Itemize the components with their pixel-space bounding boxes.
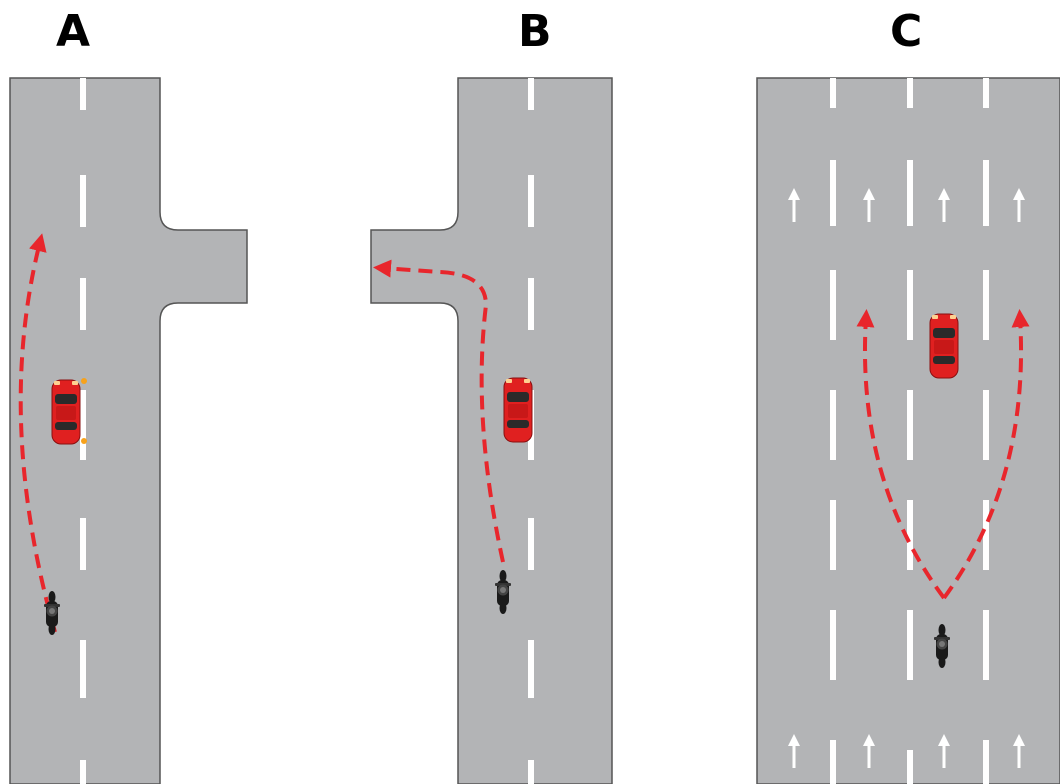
- panel-label-c: C: [890, 6, 923, 57]
- road-a: [9, 77, 248, 784]
- car-icon: [929, 313, 959, 379]
- road-b: [370, 77, 613, 784]
- center-lane-markings-a: [80, 78, 86, 784]
- lane-markings-c: [830, 78, 989, 784]
- car-icon: [51, 379, 81, 445]
- overtake-right-path-arrow-c: [942, 309, 1030, 600]
- panel-b: [370, 77, 613, 784]
- panel-label-b: B: [518, 6, 552, 57]
- panel-c: [756, 77, 1060, 784]
- lane-markings-c-bottom: [830, 742, 989, 784]
- overtake-left-path-arrow-c: [856, 309, 946, 600]
- indicator-light-icon: [81, 378, 87, 384]
- panel-label-a: A: [56, 6, 91, 57]
- panel-a: [9, 77, 248, 784]
- indicator-light-icon: [81, 438, 87, 444]
- turning-path-arrow-b: [373, 259, 505, 563]
- car-icon: [503, 377, 533, 443]
- overtake-path-arrow-a: [18, 233, 57, 633]
